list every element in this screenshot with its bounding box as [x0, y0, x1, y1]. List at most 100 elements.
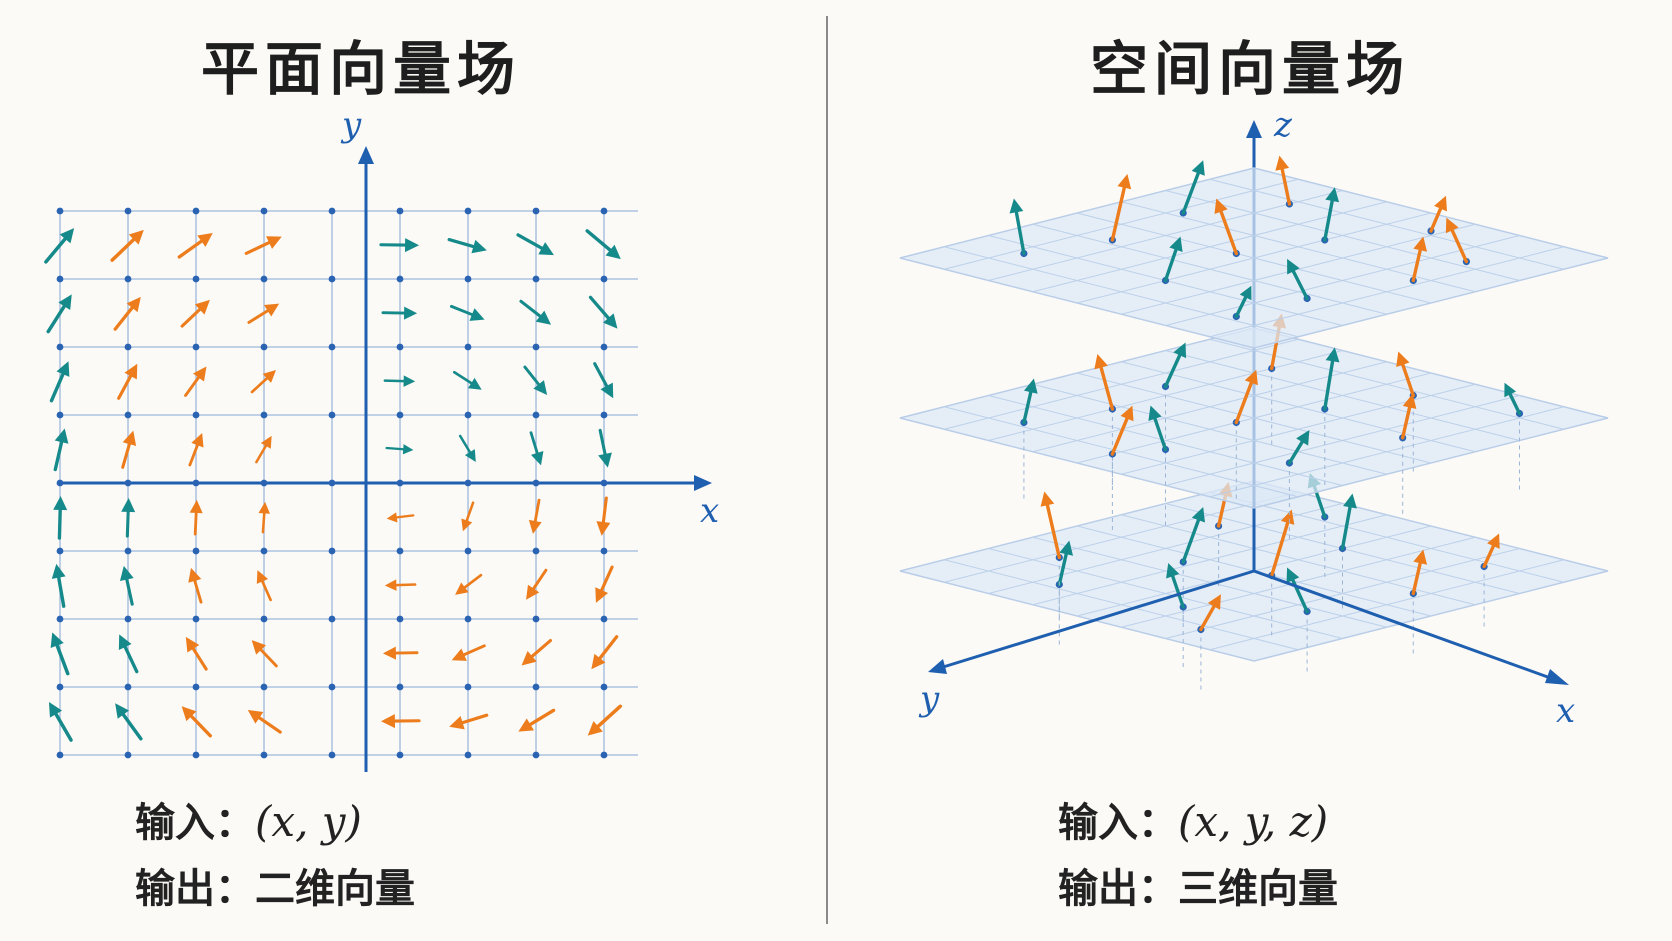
planar-field-title: 平面向量场	[200, 35, 521, 103]
grid-point	[532, 751, 540, 759]
grid-point	[600, 683, 608, 691]
field-arrow	[1110, 405, 1134, 456]
arrow-shaft	[121, 712, 143, 741]
middle-plane	[899, 313, 1609, 543]
input-value: (x, y, z)	[1178, 797, 1329, 846]
field-arrow	[1181, 160, 1205, 215]
arrow-shaft	[184, 376, 200, 397]
arrow-shaft	[1429, 206, 1443, 233]
grid-point	[396, 751, 404, 759]
arrow-head	[1169, 236, 1183, 253]
grid-point	[600, 411, 608, 419]
grid-point	[192, 207, 200, 215]
field-arrow	[247, 709, 282, 734]
planar-vector-field-panel: 平面向量场 x y 输入：(x, y) 输出：二维向量	[0, 0, 826, 941]
field-arrow	[596, 496, 611, 536]
grid-point	[328, 207, 336, 215]
field-arrow	[1504, 382, 1522, 416]
field-arrow	[181, 706, 212, 738]
arrow-head	[403, 375, 416, 387]
grid-point	[328, 275, 336, 283]
arrow-head	[1191, 160, 1205, 176]
arrow-head	[1504, 382, 1517, 398]
field-arrow	[1482, 533, 1500, 569]
grid-point	[464, 615, 472, 623]
arrow-head	[53, 495, 68, 511]
arrow-head	[380, 714, 396, 729]
arrow-head	[1287, 258, 1300, 275]
grid-point	[532, 411, 540, 419]
arrow-head	[1094, 354, 1108, 370]
field-arrow	[256, 570, 272, 602]
arrow-head	[251, 640, 266, 655]
arrow-head	[1396, 351, 1410, 368]
arrow-shaft	[463, 573, 483, 589]
arrow-shaft	[1270, 521, 1290, 578]
field-arrow	[1445, 217, 1469, 264]
grid-point	[396, 343, 404, 351]
arrow-shaft	[1163, 248, 1178, 283]
field-arrow	[1400, 393, 1417, 440]
arrow-shaft	[1234, 295, 1248, 319]
grid-point	[464, 751, 472, 759]
arrow-head	[122, 430, 137, 447]
plane-grid-line	[1165, 395, 1520, 486]
grid-point	[192, 547, 200, 555]
arrow-shaft	[123, 645, 139, 674]
arrow-head	[464, 449, 476, 463]
arrow-head	[1343, 493, 1357, 509]
arrow-shaft	[1014, 210, 1026, 256]
field-arrow	[188, 567, 203, 604]
field-arrow	[591, 635, 619, 670]
arrow-shaft	[461, 713, 489, 725]
grid-point	[260, 751, 268, 759]
grid-point	[600, 479, 608, 487]
arrow-head	[262, 370, 276, 383]
grid-point	[56, 411, 64, 419]
plane-grid-line	[1121, 383, 1476, 475]
arrow-head	[124, 363, 138, 380]
arrow-head	[194, 299, 210, 315]
spatial-field-title: 空间向量场	[1089, 35, 1410, 103]
arrow-shaft	[1508, 392, 1522, 416]
field-arrow	[184, 366, 207, 397]
planar-axes: x y	[62, 105, 719, 772]
field-arrow	[244, 236, 282, 255]
arrow-shaft	[125, 577, 134, 606]
arrow-shaft	[121, 442, 131, 469]
arrow-head	[1413, 236, 1428, 252]
arrow-head	[181, 706, 197, 722]
grid-point	[260, 547, 268, 555]
arrow-shaft	[110, 237, 136, 262]
grid-point	[464, 683, 472, 691]
grid-point	[260, 479, 268, 487]
arrow-head	[1239, 285, 1252, 301]
arrow-head	[467, 377, 482, 390]
field-arrow	[1166, 563, 1185, 609]
field-arrow	[523, 365, 548, 395]
arrow-head	[1059, 540, 1074, 556]
arrow-head	[403, 306, 418, 320]
grid-point	[56, 615, 64, 623]
arrow-shaft	[1340, 505, 1352, 551]
grid-point	[532, 343, 540, 351]
grid-point	[532, 479, 540, 487]
arrow-shaft	[1280, 167, 1292, 206]
plane-grid-line	[1076, 372, 1432, 464]
grid-point	[600, 275, 608, 283]
plane-grid-line	[1121, 514, 1476, 606]
arrow-head	[1445, 217, 1459, 234]
arrow-shaft	[180, 307, 202, 328]
arrow-head	[1325, 187, 1340, 203]
arrow-shaft	[1482, 544, 1496, 569]
field-arrow	[1163, 236, 1183, 283]
arrow-head	[591, 653, 606, 670]
grid-point	[396, 479, 404, 487]
arrow-head	[1402, 393, 1417, 410]
arrow-head	[1117, 174, 1132, 190]
arrow-head	[48, 701, 63, 718]
spatial-axes: x y z	[918, 105, 1575, 731]
field-arrow	[449, 304, 485, 321]
arrow-shaft	[46, 304, 67, 334]
grid-point	[396, 683, 404, 691]
